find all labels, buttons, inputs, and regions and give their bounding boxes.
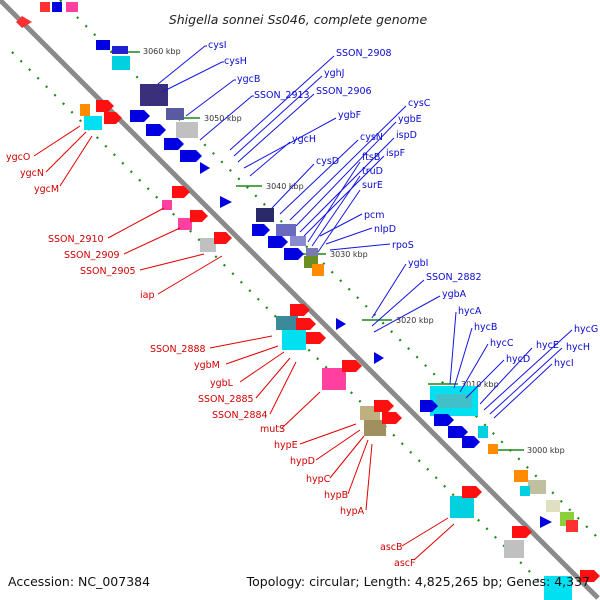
gene-label-yghJ: yghJ <box>324 68 344 79</box>
gene-label-hypD: hypD <box>290 456 315 467</box>
gene-label-SSON_2906: SSON_2906 <box>316 86 372 97</box>
gene-label-iap: iap <box>140 290 155 301</box>
gene-label-hycE: hycE <box>536 340 559 351</box>
forward-strand-features <box>96 40 578 532</box>
gene-label-SSON_2913: SSON_2913 <box>254 90 310 101</box>
reverse-strand-features <box>16 2 600 600</box>
gene-label-SSON_2910: SSON_2910 <box>48 234 104 245</box>
gene-label-ygcN: ygcN <box>20 168 44 179</box>
gene-label-SSON_2888: SSON_2888 <box>150 344 206 355</box>
gene-label-rpoS: rpoS <box>392 240 414 251</box>
gene-label-hypC: hypC <box>306 474 331 485</box>
gene-label-ygcM: ygcM <box>34 184 59 195</box>
tick-label-3040: 3040 kbp <box>266 182 304 191</box>
gene-label-cysC: cysC <box>408 98 431 109</box>
forward-gene-annotations: cysI cysH ygcB SSON_2913 SSON_2908 yghJ … <box>157 40 598 419</box>
tick-label-3000: 3000 kbp <box>527 446 565 455</box>
gene-label-SSON_2905: SSON_2905 <box>80 266 136 277</box>
gene-label-SSON_2884: SSON_2884 <box>212 410 268 421</box>
gene-label-ygbE: ygbE <box>398 114 422 125</box>
gene-label-ispD: ispD <box>396 130 417 141</box>
gene-label-ascF: ascF <box>394 558 415 569</box>
gene-label-hycH: hycH <box>566 342 590 353</box>
gene-label-nlpD: nlpD <box>374 224 396 235</box>
gene-label-ygbL: ygbL <box>210 378 234 389</box>
tick-label-3020: 3020 kbp <box>396 316 434 325</box>
gene-label-cysD: cysD <box>316 156 339 167</box>
gene-label-ftsB: ftsB <box>362 152 380 163</box>
gene-label-mutS: mutS <box>260 424 285 435</box>
gene-label-ygbF: ygbF <box>338 110 361 121</box>
gene-label-ygcB: ygcB <box>237 74 260 85</box>
gene-label-hypA: hypA <box>340 506 365 517</box>
gene-label-hypB: hypB <box>324 490 348 501</box>
gene-label-SSON_2909: SSON_2909 <box>64 250 120 261</box>
gene-label-ygcH: ygcH <box>292 134 316 145</box>
gene-label-ygbI: ygbI <box>408 258 428 269</box>
gene-label-hycI: hycI <box>554 358 574 369</box>
track-guides <box>11 0 600 591</box>
gene-label-hypE: hypE <box>274 440 298 451</box>
gene-label-hycG: hycG <box>574 324 598 335</box>
tick-label-3060: 3060 kbp <box>143 47 181 56</box>
gene-label-SSON_2882: SSON_2882 <box>426 272 482 283</box>
gene-label-ygbA: ygbA <box>442 289 467 300</box>
gene-label-cysH: cysH <box>224 56 247 67</box>
tick-label-3030: 3030 kbp <box>330 250 368 259</box>
gene-label-hycB: hycB <box>474 322 497 333</box>
gene-label-hycA: hycA <box>458 306 482 317</box>
gene-label-hycC: hycC <box>490 338 514 349</box>
gene-label-ygbM: ygbM <box>194 360 220 371</box>
gene-label-ascB: ascB <box>380 542 403 553</box>
genome-summary-text: Topology: circular; Length: 4,825,265 bp… <box>246 574 590 589</box>
gene-label-truD: truD <box>362 166 383 177</box>
gene-label-cysI: cysI <box>208 40 227 51</box>
gene-label-pcm: pcm <box>364 210 385 221</box>
gene-label-SSON_2885: SSON_2885 <box>198 394 254 405</box>
accession-text: Accession: NC_007384 <box>8 574 150 589</box>
gene-label-ygcO: ygcO <box>6 152 30 163</box>
gene-label-cysN: cysN <box>360 132 383 143</box>
gene-label-SSON_2908: SSON_2908 <box>336 48 392 59</box>
gene-label-hycD: hycD <box>506 354 530 365</box>
reverse-gene-annotations: ygcO ygcN ygcM SSON_2910 SSON_2909 SSON_… <box>6 125 455 569</box>
tick-label-3050: 3050 kbp <box>204 114 242 123</box>
gene-label-ispF: ispF <box>386 148 405 159</box>
gene-label-surE: surE <box>362 180 383 191</box>
genome-title: Shigella sonnei Ss046, complete genome <box>169 12 428 27</box>
